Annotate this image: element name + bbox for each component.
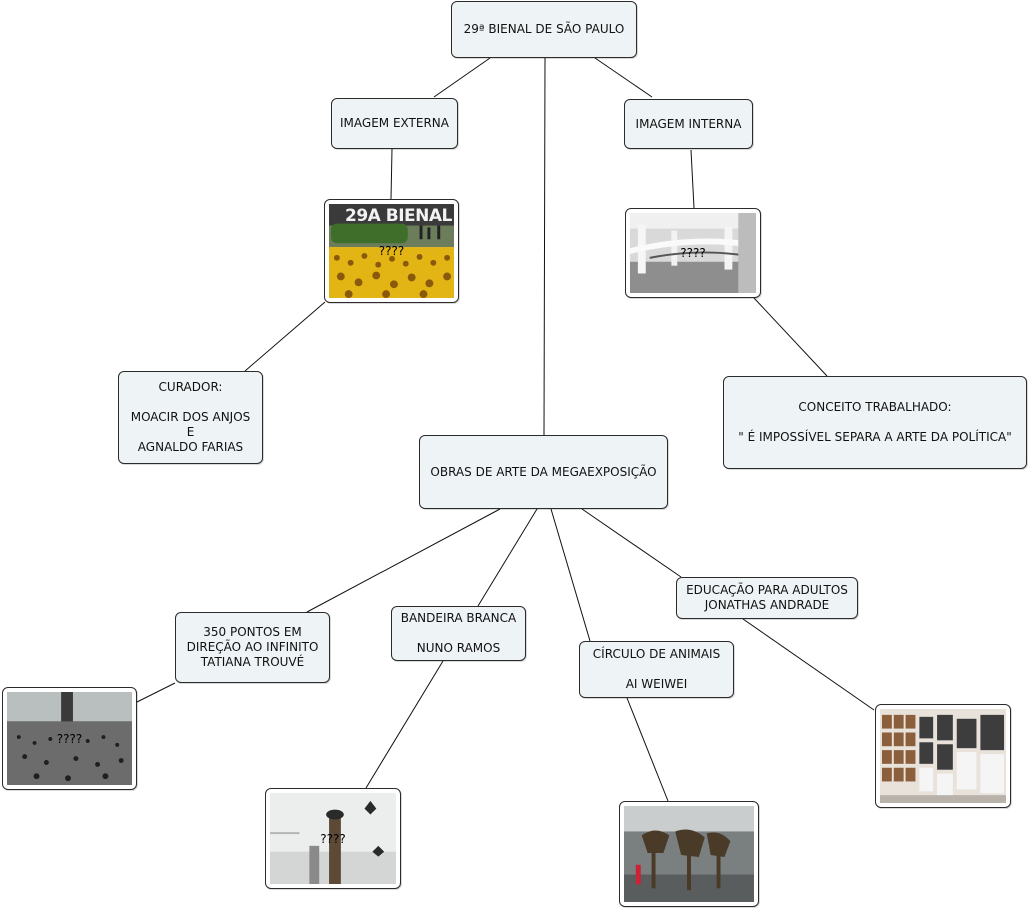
internal-photo-node[interactable]: ???? (625, 208, 761, 298)
pontos-artist: TATIANA TROUVÉ (200, 655, 305, 669)
pontos-node[interactable]: 350 PONTOS EM DIREÇÃO AO INFINITO TATIAN… (175, 612, 330, 683)
curator-name-1: MOACIR DOS ANJOS (130, 410, 251, 424)
root-label: 29ª BIENAL DE SÃO PAULO (463, 22, 625, 36)
pontos-line-2: DIREÇÃO AO INFINITO (186, 640, 319, 654)
educacao-artist: JONATHAS ANDRADE (704, 598, 830, 612)
curator-node[interactable]: CURADOR: MOACIR DOS ANJOS E AGNALDO FARI… (118, 371, 263, 464)
educacao-photo (880, 709, 1006, 803)
circulo-photo-node[interactable] (619, 801, 759, 907)
works-label: OBRAS DE ARTE DA MEGAEXPOSIÇÃO (430, 464, 657, 479)
concept-heading: CONCEITO TRABALHADO: (798, 400, 952, 414)
internal-photo-label: ???? (680, 246, 706, 260)
curator-heading: CURADOR: (158, 380, 223, 394)
curator-name-2: AGNALDO FARIAS (137, 440, 244, 454)
root-node[interactable]: 29ª BIENAL DE SÃO PAULO (451, 1, 637, 58)
pontos-line-1: 350 PONTOS EM (203, 625, 302, 639)
external-image-node[interactable]: IMAGEM EXTERNA (331, 98, 458, 149)
bandeira-artist: NUNO RAMOS (416, 641, 501, 655)
external-photo: 29A BIENAL ???? (329, 204, 454, 298)
pontos-photo: ???? (7, 692, 132, 785)
circulo-node[interactable]: CÍRCULO DE ANIMAIS AI WEIWEI (579, 641, 734, 698)
educacao-node[interactable]: EDUCAÇÃO PARA ADULTOS JONATHAS ANDRADE (676, 577, 858, 619)
bandeira-node[interactable]: BANDEIRA BRANCA NUNO RAMOS (391, 606, 526, 661)
educacao-title: EDUCAÇÃO PARA ADULTOS (686, 583, 848, 597)
curator-conjunction: E (186, 425, 195, 439)
internal-image-node[interactable]: IMAGEM INTERNA (624, 99, 753, 149)
bandeira-photo-node[interactable]: ???? (265, 788, 401, 889)
circulo-title: CÍRCULO DE ANIMAIS (592, 647, 721, 661)
external-banner-text: 29A BIENAL (345, 206, 452, 226)
internal-image-label: IMAGEM INTERNA (635, 116, 742, 131)
internal-photo: ???? (630, 213, 756, 293)
circulo-artist: AI WEIWEI (625, 677, 688, 691)
educacao-photo-node[interactable] (875, 704, 1011, 808)
circulo-photo (624, 806, 754, 902)
bandeira-photo-label: ???? (320, 831, 346, 846)
external-photo-label: ???? (378, 244, 405, 258)
external-photo-node[interactable]: 29A BIENAL ???? (324, 199, 459, 303)
concept-node[interactable]: CONCEITO TRABALHADO: " É IMPOSSÍVEL SEPA… (723, 376, 1027, 469)
pontos-photo-label: ???? (56, 731, 83, 746)
external-image-label: IMAGEM EXTERNA (340, 116, 449, 130)
bandeira-title: BANDEIRA BRANCA (400, 611, 517, 625)
pontos-photo-node[interactable]: ???? (2, 687, 137, 790)
concept-quote: " É IMPOSSÍVEL SEPARA A ARTE DA POLÍTICA… (738, 430, 1012, 444)
bandeira-photo: ???? (270, 793, 396, 884)
works-node[interactable]: OBRAS DE ARTE DA MEGAEXPOSIÇÃO (419, 435, 668, 509)
